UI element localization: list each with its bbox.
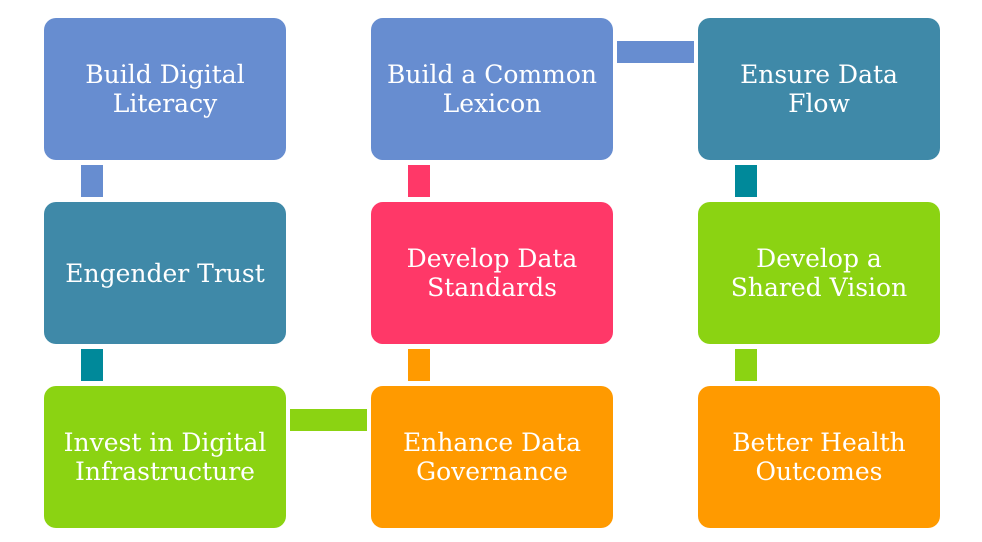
connector bbox=[408, 349, 430, 381]
step-better-health-outcomes: Better Health Outcomes bbox=[698, 386, 940, 528]
step-develop-data-standards: Develop Data Standards bbox=[371, 202, 613, 344]
connector bbox=[408, 165, 430, 197]
connector bbox=[735, 165, 757, 197]
step-develop-shared-vision: Develop a Shared Vision bbox=[698, 202, 940, 344]
connector bbox=[617, 41, 694, 63]
step-build-digital-literacy: Build Digital Literacy bbox=[44, 18, 286, 160]
step-ensure-data-flow: Ensure Data Flow bbox=[698, 18, 940, 160]
connector bbox=[290, 409, 367, 431]
step-engender-trust: Engender Trust bbox=[44, 202, 286, 344]
step-enhance-data-governance: Enhance Data Governance bbox=[371, 386, 613, 528]
connector bbox=[81, 165, 103, 197]
connector bbox=[735, 349, 757, 381]
step-invest-digital-infrastructure: Invest in Digital Infrastructure bbox=[44, 386, 286, 528]
step-build-common-lexicon: Build a Common Lexicon bbox=[371, 18, 613, 160]
connector bbox=[81, 349, 103, 381]
